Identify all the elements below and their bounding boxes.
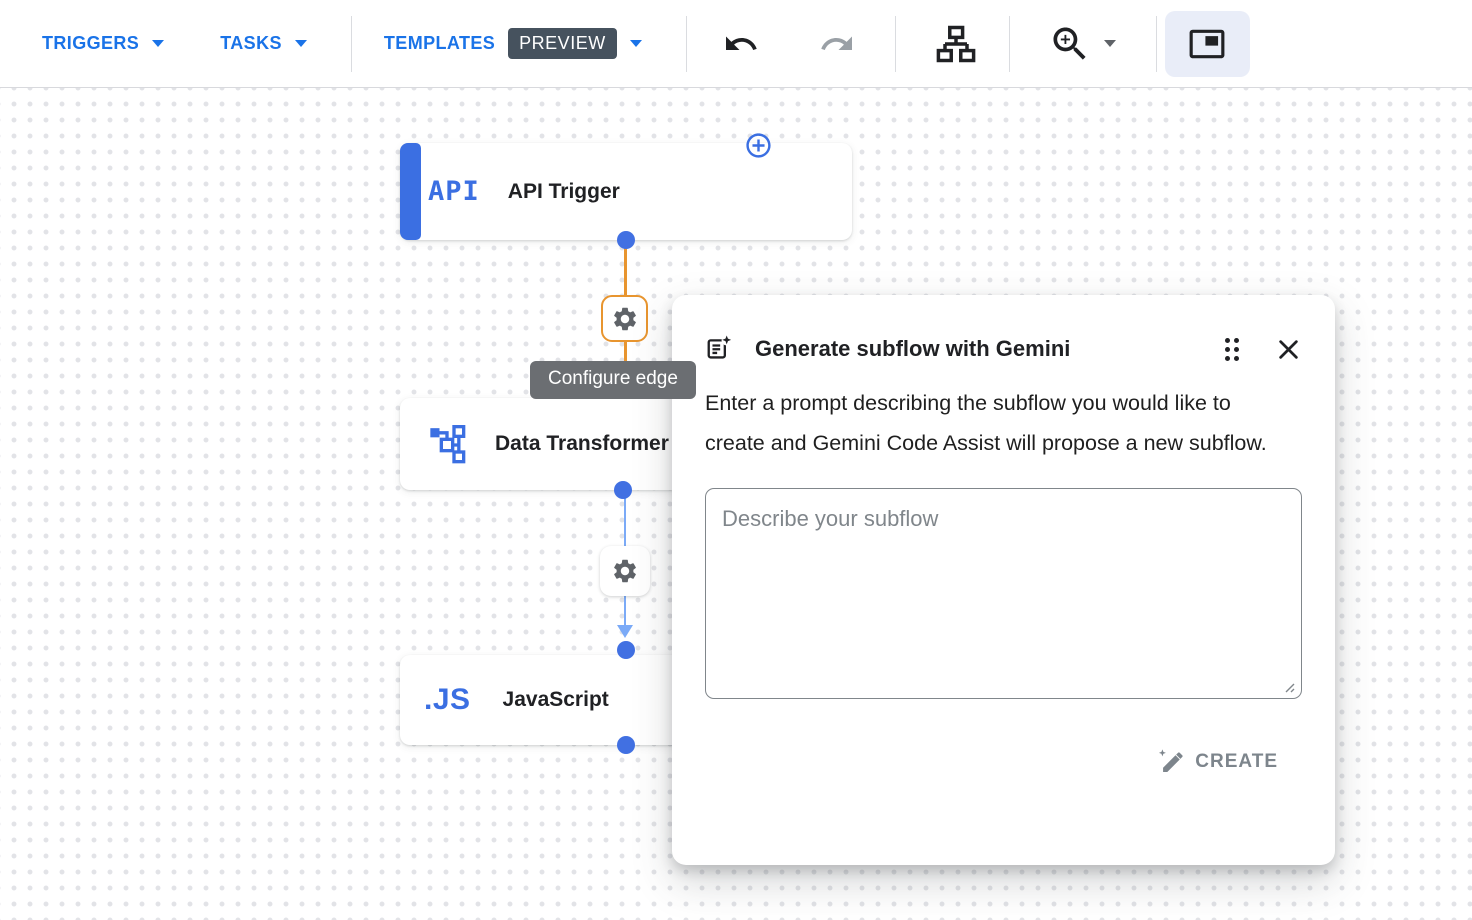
data-transformer-icon [430, 425, 466, 464]
dialog-description: Enter a prompt describing the subflow yo… [705, 391, 1267, 455]
toolbar-divider [1155, 15, 1157, 72]
connector-dot[interactable] [617, 641, 635, 659]
triggers-label: TRIGGERS [42, 33, 140, 53]
gear-icon [613, 307, 636, 330]
configure-edge-button[interactable] [600, 546, 650, 596]
picture-in-picture-icon [1189, 29, 1225, 58]
connector-dot[interactable] [614, 481, 632, 499]
dialog-title: Generate subflow with Gemini [755, 336, 1071, 361]
tasks-label: TASKS [220, 33, 282, 53]
node-label: API Trigger [507, 179, 620, 203]
add-node-button[interactable] [744, 131, 773, 160]
close-button[interactable] [1275, 336, 1302, 363]
undo-icon [725, 36, 757, 50]
magic-pen-icon [1159, 749, 1183, 772]
preview-badge: PREVIEW [508, 28, 617, 59]
chevron-down-icon [629, 40, 642, 47]
api-trigger-icon: API [428, 176, 480, 207]
chevron-down-icon [1103, 40, 1116, 47]
javascript-icon: .JS [424, 683, 471, 716]
dialog-footer: CREATE [705, 742, 1302, 781]
add-node-icon [746, 133, 771, 158]
toolbar-divider [350, 15, 352, 72]
redo-icon [820, 36, 852, 50]
gear-icon [614, 559, 636, 583]
edge-arrowhead-icon [617, 625, 633, 638]
undo-button[interactable] [723, 26, 759, 62]
minimap-toggle-button[interactable] [1164, 10, 1250, 77]
tasks-menu-button[interactable]: TASKS [220, 33, 307, 54]
redo-button[interactable] [819, 26, 855, 62]
top-toolbar: TRIGGERS TASKS TEMPLATES PREVIEW [0, 0, 1472, 88]
dialog-header: Generate subflow with Gemini [705, 335, 1302, 363]
node-accent-bar [400, 143, 421, 240]
generate-note-icon [707, 335, 732, 359]
node-label: JavaScript [502, 688, 609, 711]
layout-tree-icon [936, 25, 976, 62]
toolbar-divider [1008, 15, 1010, 72]
create-label: CREATE [1195, 750, 1278, 772]
configure-edge-tooltip: Configure edge [530, 361, 696, 399]
node-label: Data Transformer [495, 432, 669, 455]
zoom-menu-button[interactable] [1048, 22, 1116, 66]
drag-handle-icon[interactable] [1225, 337, 1239, 361]
workflow-canvas[interactable]: API API Trigger Configure edge Data Tran… [0, 88, 1472, 920]
triggers-menu-button[interactable]: TRIGGERS [42, 33, 165, 54]
zoom-in-icon [1053, 27, 1086, 60]
connector-dot[interactable] [617, 736, 635, 754]
toolbar-divider [894, 15, 896, 72]
toolbar-divider [685, 15, 687, 72]
configure-edge-button[interactable] [601, 295, 648, 342]
chevron-down-icon [152, 40, 165, 47]
prompt-field-wrap [705, 488, 1302, 704]
subflow-prompt-input[interactable] [705, 488, 1302, 699]
chevron-down-icon [294, 40, 307, 47]
templates-label: TEMPLATES [383, 33, 496, 53]
node-api-trigger[interactable]: API API Trigger [400, 143, 852, 240]
auto-layout-button[interactable] [934, 22, 978, 66]
generate-subflow-dialog: Generate subflow with Gemini Enter a pro… [672, 295, 1335, 865]
templates-menu-button[interactable]: TEMPLATES PREVIEW [384, 28, 642, 59]
connector-dot[interactable] [617, 231, 635, 249]
close-icon [1279, 339, 1298, 359]
create-button[interactable]: CREATE [1147, 742, 1288, 781]
